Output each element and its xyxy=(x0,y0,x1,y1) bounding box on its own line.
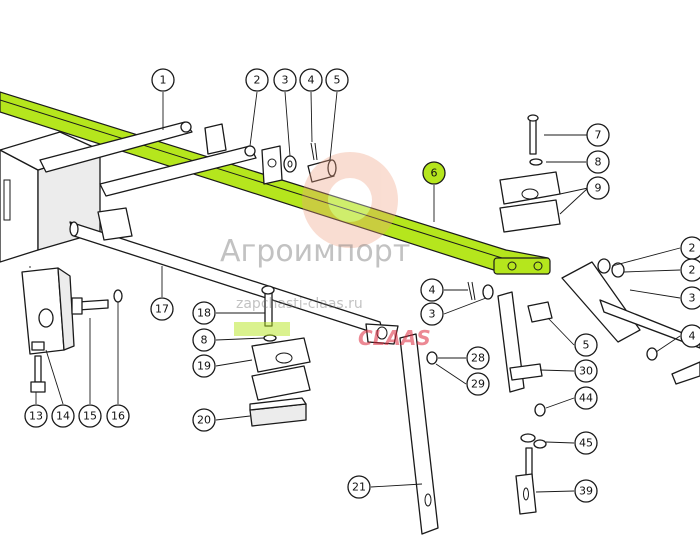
svg-text:5: 5 xyxy=(334,74,341,87)
callout-45[interactable]: 45 xyxy=(574,431,598,455)
upper-link-rods xyxy=(39,121,283,197)
callout-39[interactable]: 39 xyxy=(574,479,598,503)
callout-3[interactable]: 3 xyxy=(273,68,297,92)
svg-text:19: 19 xyxy=(197,360,211,373)
callout-7[interactable]: 7 xyxy=(586,123,610,147)
callout-1[interactable]: 1 xyxy=(151,68,175,92)
strap-part-21 xyxy=(399,333,439,535)
callout-2-right-b[interactable]: 2 xyxy=(680,258,700,282)
svg-text:2: 2 xyxy=(254,74,261,87)
pin-set-middle xyxy=(467,281,553,323)
strap-part-39 xyxy=(515,447,537,515)
callout-2-right-a[interactable]: 2 xyxy=(680,236,700,260)
svg-text:45: 45 xyxy=(579,437,593,450)
callout-6[interactable]: 6 xyxy=(422,161,446,185)
clamp-assembly-upper xyxy=(499,114,561,233)
svg-text:8: 8 xyxy=(595,156,602,169)
callout-5[interactable]: 5 xyxy=(325,68,349,92)
callout-18[interactable]: 18 xyxy=(192,301,216,325)
callout-4-right[interactable]: 4 xyxy=(680,324,700,348)
lower-shaft-part-17 xyxy=(69,207,399,345)
callout-2[interactable]: 2 xyxy=(245,68,269,92)
svg-text:30: 30 xyxy=(579,365,593,378)
callout-29[interactable]: 29 xyxy=(466,372,490,396)
svg-text:4: 4 xyxy=(429,284,436,297)
svg-text:21: 21 xyxy=(352,481,366,494)
callout-16[interactable]: 16 xyxy=(106,404,130,428)
svg-text:3: 3 xyxy=(429,308,436,321)
svg-text:14: 14 xyxy=(56,410,70,423)
bracket-part-14 xyxy=(21,267,75,355)
strap-part-30 xyxy=(497,291,543,393)
callout-17[interactable]: 17 xyxy=(150,297,174,321)
svg-text:29: 29 xyxy=(471,378,485,391)
hardware-part-44-45 xyxy=(520,403,547,449)
svg-text:39: 39 xyxy=(579,485,593,498)
svg-text:1: 1 xyxy=(160,74,167,87)
svg-text:44: 44 xyxy=(579,392,593,405)
svg-text:2: 2 xyxy=(689,264,696,277)
callout-14[interactable]: 14 xyxy=(51,404,75,428)
leader-lines xyxy=(29,91,681,493)
svg-text:2: 2 xyxy=(689,242,696,255)
callout-30[interactable]: 30 xyxy=(574,359,598,383)
svg-text:4: 4 xyxy=(308,74,315,87)
callout-15[interactable]: 15 xyxy=(78,404,102,428)
callout-3-middle[interactable]: 3 xyxy=(420,302,444,326)
pin-set-top xyxy=(283,142,337,183)
svg-text:4: 4 xyxy=(689,330,696,343)
svg-text:15: 15 xyxy=(83,410,97,423)
svg-text:28: 28 xyxy=(471,352,485,365)
callout-13[interactable]: 13 xyxy=(24,404,48,428)
callout-21[interactable]: 21 xyxy=(347,475,371,499)
callout-19[interactable]: 19 xyxy=(192,354,216,378)
svg-text:18: 18 xyxy=(197,307,211,320)
svg-text:8: 8 xyxy=(201,334,208,347)
lever-arm-right xyxy=(561,258,700,385)
callout-8-lower[interactable]: 8 xyxy=(192,328,216,352)
svg-text:13: 13 xyxy=(29,410,43,423)
washer-part-28 xyxy=(426,351,438,365)
bolt-part-13 xyxy=(30,341,46,393)
callout-5-middle[interactable]: 5 xyxy=(574,333,598,357)
clamp-assembly-lower xyxy=(249,285,311,427)
callout-20[interactable]: 20 xyxy=(192,408,216,432)
callout-8[interactable]: 8 xyxy=(586,150,610,174)
svg-text:3: 3 xyxy=(282,74,289,87)
svg-text:9: 9 xyxy=(595,182,602,195)
svg-text:20: 20 xyxy=(197,414,211,427)
callout-28[interactable]: 28 xyxy=(466,346,490,370)
watermark-green-bar xyxy=(234,322,290,336)
callout-4-middle[interactable]: 4 xyxy=(420,278,444,302)
callout-4[interactable]: 4 xyxy=(299,68,323,92)
svg-text:6: 6 xyxy=(431,167,438,180)
svg-text:5: 5 xyxy=(583,339,590,352)
svg-text:3: 3 xyxy=(689,292,696,305)
washer-part-16 xyxy=(113,289,123,303)
watermark-gear-logo xyxy=(302,152,398,248)
svg-text:7: 7 xyxy=(595,129,602,142)
svg-text:17: 17 xyxy=(155,303,169,316)
callout-3-right[interactable]: 3 xyxy=(680,286,700,310)
svg-text:16: 16 xyxy=(111,410,125,423)
callout-44[interactable]: 44 xyxy=(574,386,598,410)
callout-9[interactable]: 9 xyxy=(586,176,610,200)
bolt-part-15 xyxy=(71,297,109,315)
